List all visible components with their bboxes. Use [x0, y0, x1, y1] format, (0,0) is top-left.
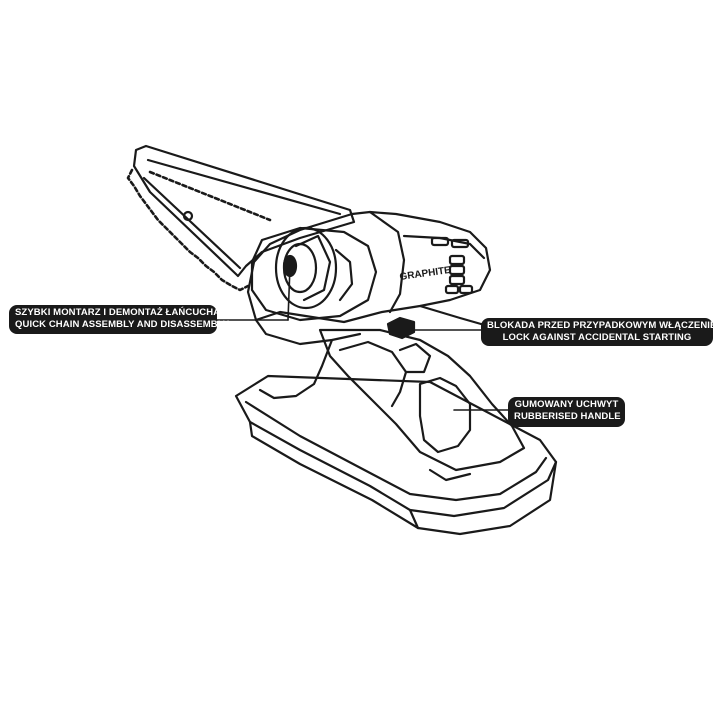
callout-chain-line2: QUICK CHAIN ASSEMBLY AND DISASSEMBLY [15, 319, 230, 330]
rubber-grip [418, 376, 472, 454]
leader-lines [216, 265, 509, 411]
callout-lock-line2: LOCK AGAINST ACCIDENTAL STARTING [502, 332, 692, 343]
callout-lock-line1: BLOKADA PRZED PRZYPADKOWYM WŁĄCZENIEM [487, 320, 720, 331]
callout-quick-chain: SZYBKI MONTARZ I DEMONTAŻ ŁAŃCUCHA QUICK… [9, 305, 230, 334]
callout-lock: BLOKADA PRZED PRZYPADKOWYM WŁĄCZENIEM LO… [481, 318, 720, 346]
motor-housing [246, 210, 492, 346]
callout-handle-line1: GUMOWANY UCHWYT [514, 399, 619, 410]
callout-rubber-handle: GUMOWANY UCHWYT RUBBERISED HANDLE [508, 397, 625, 427]
brand-logo: GRAPHITE [399, 265, 452, 283]
leader-line-chain-up [287, 265, 291, 321]
callout-chain-line1: SZYBKI MONTARZ I DEMONTAŻ ŁAŃCUCHA [15, 307, 221, 318]
lock-button [386, 316, 416, 340]
chain-cover [250, 226, 378, 322]
saw-chain [126, 168, 272, 292]
callout-handle-line2: RUBBERISED HANDLE [514, 411, 621, 422]
handle-body [258, 328, 526, 472]
guide-bar [132, 144, 356, 278]
